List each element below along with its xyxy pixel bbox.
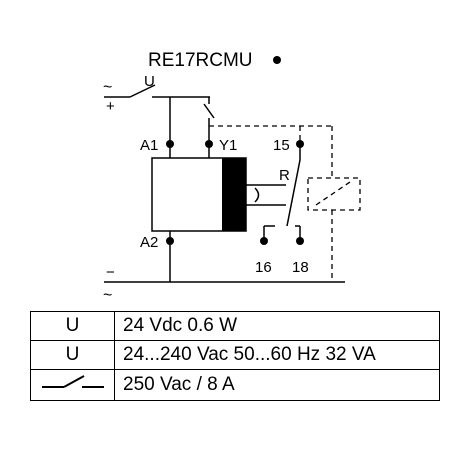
table-row: 250 Vac / 8 A [30, 369, 440, 401]
ac-symbol-bottom: ~ [103, 287, 112, 304]
contact-switch-icon [41, 375, 104, 388]
title-dot [273, 56, 281, 64]
label-a1: A1 [140, 137, 158, 154]
supply-u-label: U [144, 73, 155, 90]
label-16: 16 [255, 259, 272, 276]
label-18: 18 [292, 259, 309, 276]
spec-symbol: U [30, 311, 115, 341]
y1-control-switch [203, 97, 215, 144]
terminal-16 [260, 237, 268, 245]
minus-symbol: − [106, 264, 115, 281]
spec-symbol-cell [30, 369, 115, 401]
label-y1: Y1 [219, 137, 237, 154]
spec-symbol: U [30, 340, 115, 370]
relay-coil-band [222, 158, 246, 231]
terminal-18 [296, 237, 304, 245]
output-contact [263, 144, 301, 241]
spec-value: 24 Vdc 0.6 W [114, 311, 440, 341]
product-title: RE17RCMU [148, 50, 253, 71]
supply-switch [104, 84, 210, 98]
ac-symbol-top: ~ [103, 79, 112, 96]
coil-contact-link [246, 184, 286, 206]
table-row: U 24 Vdc 0.6 W [30, 311, 440, 341]
wiring-diagram: RE17RCMU ~ U + A1 Y1 A2 − ~ [103, 50, 361, 304]
load-circuit [209, 125, 361, 282]
label-15: 15 [273, 137, 290, 154]
spec-value: 250 Vac / 8 A [114, 369, 440, 401]
table-row: U 24...240 Vac 50...60 Hz 32 VA [30, 340, 440, 370]
label-a2: A2 [140, 234, 158, 251]
label-relay: R [279, 167, 290, 184]
plus-symbol: + [106, 98, 115, 115]
spec-table: U 24 Vdc 0.6 W U 24...240 Vac 50...60 Hz… [30, 311, 440, 401]
spec-value: 24...240 Vac 50...60 Hz 32 VA [114, 340, 440, 370]
